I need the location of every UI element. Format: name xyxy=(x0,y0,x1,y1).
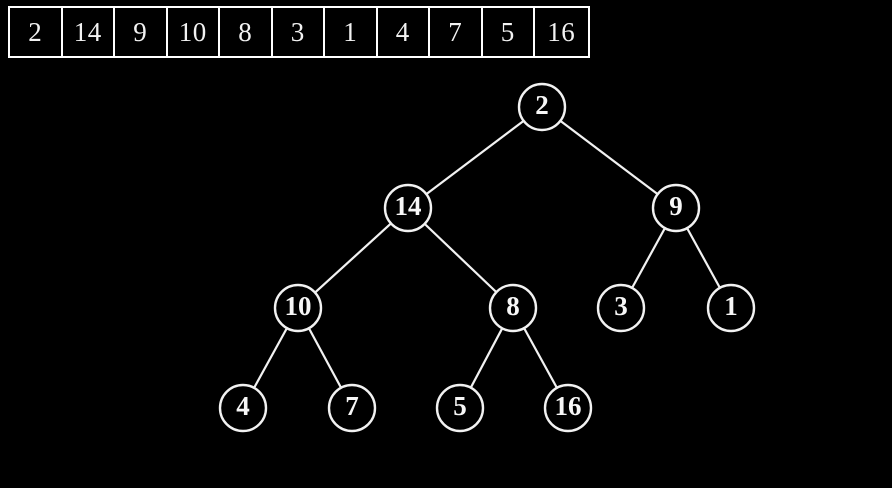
tree-node[interactable]: 7 xyxy=(327,383,377,433)
tree-edge xyxy=(469,327,504,389)
array-cell[interactable]: 1 xyxy=(325,8,378,56)
tree-node-label: 5 xyxy=(453,391,467,421)
array-cell[interactable]: 7 xyxy=(430,8,483,56)
tree-edge xyxy=(631,227,666,289)
tree-node[interactable]: 10 xyxy=(273,283,323,333)
tree-node[interactable]: 9 xyxy=(651,183,701,233)
array-cell[interactable]: 16 xyxy=(535,8,588,56)
tree-node-circle xyxy=(517,82,567,132)
array-cell[interactable]: 2 xyxy=(10,8,63,56)
tree-edge xyxy=(253,327,288,389)
tree-node-circle xyxy=(273,283,323,333)
array-cell[interactable]: 5 xyxy=(482,8,535,56)
tree-node-label: 3 xyxy=(614,291,628,321)
tree-node-label: 16 xyxy=(555,391,582,421)
tree-edge xyxy=(423,223,498,293)
tree-node[interactable]: 14 xyxy=(383,183,433,233)
tree-node[interactable]: 5 xyxy=(435,383,485,433)
tree-node[interactable]: 16 xyxy=(543,383,593,433)
tree-edge xyxy=(559,119,659,196)
array-cell[interactable]: 8 xyxy=(220,8,273,56)
array-cell[interactable]: 3 xyxy=(272,8,325,56)
array-cell[interactable]: 4 xyxy=(377,8,430,56)
tree-node-circle xyxy=(435,383,485,433)
tree-node-circle xyxy=(706,283,756,333)
tree-node-label: 9 xyxy=(669,191,683,221)
tree-node-label: 7 xyxy=(345,391,359,421)
tree-node-circle xyxy=(218,383,268,433)
tree-node-circle xyxy=(327,383,377,433)
tree-node[interactable]: 1 xyxy=(706,283,756,333)
tree-node-label: 10 xyxy=(285,291,312,321)
tree-edge xyxy=(425,119,525,196)
tree-edge xyxy=(307,327,343,389)
array-cell[interactable]: 14 xyxy=(62,8,115,56)
tree-node[interactable]: 8 xyxy=(488,283,538,333)
tree-node-label: 4 xyxy=(236,391,250,421)
tree-node-label: 1 xyxy=(724,291,738,321)
tree-edge-group xyxy=(253,119,721,389)
tree-node-circle xyxy=(383,183,433,233)
tree-node-label: 2 xyxy=(535,90,549,120)
tree-edge xyxy=(314,222,392,294)
tree-node-label: 14 xyxy=(395,191,422,221)
tree-node[interactable]: 3 xyxy=(596,283,646,333)
tree-node-circle xyxy=(543,383,593,433)
tree-node-circle xyxy=(488,283,538,333)
tree-edge xyxy=(523,327,558,389)
tree-edge xyxy=(686,227,721,289)
array-cell[interactable]: 10 xyxy=(167,8,220,56)
array-cell[interactable]: 9 xyxy=(115,8,168,56)
tree-node-circle xyxy=(651,183,701,233)
tree-node-circle xyxy=(596,283,646,333)
tree-node[interactable]: 4 xyxy=(218,383,268,433)
tree-node[interactable]: 2 xyxy=(517,82,567,132)
tree-node-label: 8 xyxy=(506,291,520,321)
